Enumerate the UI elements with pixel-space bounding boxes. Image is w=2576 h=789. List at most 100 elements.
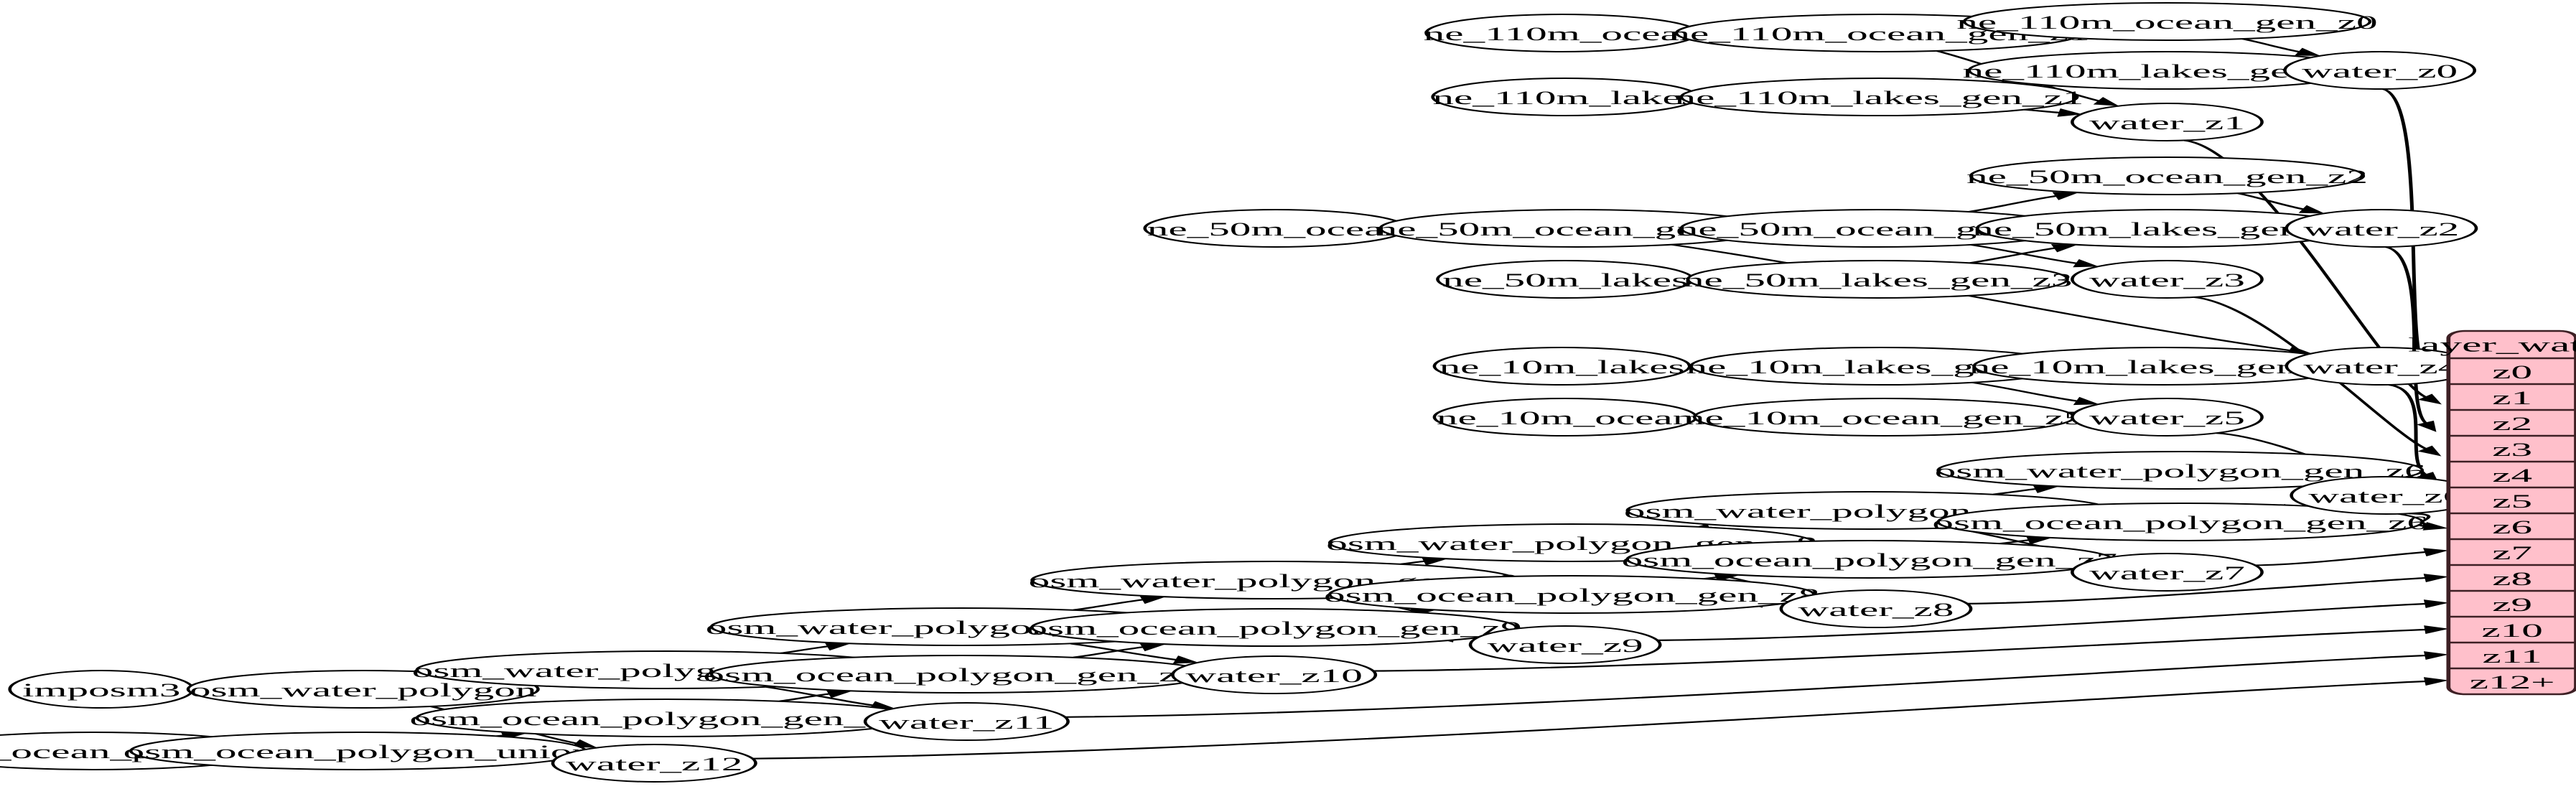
node-shape — [2285, 209, 2478, 248]
node-shape — [1432, 398, 1698, 436]
edge-ne_50m_ocean_gen_z3-to-water_z3 — [1970, 243, 2078, 264]
graph-node-osm_ocean_polygon_union[interactable]: osm_ocean_polygon_union — [123, 732, 594, 770]
node-shape — [1327, 575, 1816, 614]
node-shape — [1143, 209, 1409, 248]
graph-node-water_z12[interactable]: water_z12 — [551, 744, 757, 783]
graph-node-water_z7[interactable]: water_z7 — [2071, 553, 2264, 592]
graph-node-ne_50m_ocean[interactable]: ne_50m_ocean — [1143, 209, 1409, 248]
edge-osm_ocean_polygon_gen_z11-to-osm_ocean_polygon_gen_z10 — [778, 693, 830, 702]
edge-osm_water_polygon_gen_z10-to-osm_water_polygon_gen_z9 — [1073, 599, 1144, 611]
node-layer: imposm3osm_ocean_polygonosm_water_polygo… — [0, 2, 2483, 783]
arrowhead-icon — [2295, 47, 2321, 56]
node-shape — [1436, 260, 1695, 299]
edge-water_z11-to-layer_water-z11 — [1065, 654, 2426, 718]
arrowhead-icon — [2093, 97, 2119, 106]
arrowhead-icon — [2422, 522, 2449, 531]
arrowhead-icon — [2073, 259, 2099, 268]
graph-node-ne_10m_lakes[interactable]: ne_10m_lakes — [1432, 347, 1691, 386]
arrowhead-icon — [2298, 205, 2325, 214]
node-shape — [551, 744, 757, 783]
arrowhead-icon — [1172, 655, 1199, 664]
node-shape — [415, 699, 920, 737]
node-shape — [1936, 451, 2425, 490]
graph-node-water_z8[interactable]: water_z8 — [1779, 589, 1973, 628]
edge-ne_110m_ocean_gen_z0-to-water_z0 — [2241, 38, 2300, 53]
arrowhead-icon — [2417, 445, 2442, 457]
graph-node-ne_50m_lakes[interactable]: ne_50m_lakes — [1436, 260, 1695, 299]
graph-node-ne_110m_lakes[interactable]: ne_110m_lakes — [1431, 78, 1699, 116]
arrowhead-icon — [2057, 108, 2083, 117]
edge-water_z2-to-layer_water-z2 — [2384, 246, 2427, 424]
edge-water_z8-to-layer_water-z8 — [1966, 576, 2426, 604]
edge-osm_water_polygon_gen_z10-to-water_z10 — [1070, 643, 1177, 661]
edge-ne_10m_lakes_gen_z5-to-water_z5 — [1971, 381, 2078, 402]
graph-node-ne_110m_ocean[interactable]: ne_110m_ocean — [1424, 14, 1701, 52]
graph-node-ne_110m_lakes_gen_z1[interactable]: ne_110m_lakes_gen_z1 — [1675, 78, 2084, 116]
graph-node-osm_ocean_polygon_gen_z9[interactable]: osm_ocean_polygon_gen_z9 — [1026, 608, 1522, 647]
record-layer: layer_waterz0z1z2z3z4z5z6z7z8z9z10z11z12… — [2408, 330, 2576, 696]
node-shape — [1686, 260, 2069, 299]
graph-node-water_z2[interactable]: water_z2 — [2285, 209, 2478, 248]
edge-water_z6-to-layer_water-z6 — [2409, 513, 2431, 528]
graph-node-ne_50m_lakes_gen_z3[interactable]: ne_50m_lakes_gen_z3 — [1683, 260, 2073, 299]
graph-node-water_z10[interactable]: water_z10 — [1171, 655, 1378, 694]
node-shape — [129, 732, 587, 770]
node-shape — [1779, 589, 1973, 628]
node-shape — [1424, 14, 1699, 52]
graph-node-osm_ocean_polygon_gen_z11[interactable]: osm_ocean_polygon_gen_z11 — [409, 699, 925, 737]
node-shape — [1962, 2, 2372, 41]
graph-node-water_z9[interactable]: water_z9 — [1468, 625, 1662, 664]
node-shape — [1969, 157, 2366, 195]
node-shape — [1431, 78, 1699, 116]
node-shape — [8, 670, 195, 709]
arrowhead-icon — [2052, 192, 2078, 200]
edge-ne_110m_lakes_gen_z1-to-water_z1 — [2024, 108, 2061, 114]
edge-osm_ocean_polygon_gen_z10-to-osm_ocean_polygon_gen_z9 — [1073, 646, 1144, 658]
graph-node-water_z0[interactable]: water_z0 — [2283, 51, 2477, 90]
graph-node-ne_10m_ocean_gen_z5[interactable]: ne_10m_ocean_gen_z5 — [1684, 398, 2085, 436]
graph-node-water_z3[interactable]: water_z3 — [2071, 260, 2264, 299]
graph-node-osm_ocean_polygon_gen_z10[interactable]: osm_ocean_polygon_gen_z10 — [703, 655, 1221, 694]
node-shape — [863, 702, 1070, 741]
edge-osm_water_polygon_gen_z11-to-osm_water_polygon_gen_z10 — [780, 645, 829, 654]
arrowhead-icon — [2417, 393, 2442, 405]
graph-node-ne_110m_ocean_gen_z0[interactable]: ne_110m_ocean_gen_z0 — [1956, 2, 2378, 41]
arrowhead-icon — [2423, 677, 2449, 686]
arrowhead-icon — [2423, 599, 2449, 608]
edge-water_z10-to-layer_water-z10 — [1373, 628, 2426, 672]
graph-node-water_z5[interactable]: water_z5 — [2071, 398, 2264, 436]
node-shape — [2071, 103, 2264, 141]
arrowhead-icon — [2423, 548, 2449, 556]
arrowhead-icon — [2424, 625, 2449, 634]
node-shape — [1625, 540, 2114, 579]
edge-osm_water_polygon_gen_z7-to-osm_water_polygon_gen_z6 — [1992, 487, 2037, 495]
edge-water_z7-to-layer_water-z7 — [2255, 551, 2426, 566]
edge-ne_50m_ocean_gen_z3-to-ne_50m_ocean_gen_z2 — [1968, 195, 2057, 213]
edge-ne_50m_ocean_gen_z4-to-water_z4 — [1671, 243, 2291, 352]
node-shape — [709, 655, 1214, 694]
edge-osm_water_polygon_gen_z11-to-water_z11 — [765, 686, 874, 706]
edge-water_z12-to-layer_water-z12+ — [752, 680, 2426, 760]
node-shape — [1030, 608, 1518, 647]
graph-node-ne_10m_ocean[interactable]: ne_10m_ocean — [1432, 398, 1698, 436]
graph-node-osm_ocean_polygon_gen_z7[interactable]: osm_ocean_polygon_gen_z7 — [1622, 540, 2118, 579]
edge-water_z9-to-layer_water-z9 — [1657, 602, 2426, 641]
arrowhead-icon — [2423, 651, 2449, 660]
graph-node-water_z1[interactable]: water_z1 — [2071, 103, 2264, 141]
graph-node-imposm3[interactable]: imposm3 — [8, 670, 195, 709]
arrowhead-icon — [2073, 396, 2100, 406]
node-shape — [1171, 655, 1378, 694]
arrowhead-icon — [2416, 420, 2437, 432]
node-shape — [2071, 398, 2264, 436]
edge-ne_50m_ocean_gen_z2-to-water_z2 — [2237, 192, 2305, 210]
edge-ne_50m_lakes_gen_z3-to-ne_50m_lakes_gen_z2 — [1969, 247, 2055, 264]
node-shape — [1432, 347, 1691, 386]
node-shape — [1679, 78, 2079, 116]
node-shape — [1468, 625, 1662, 664]
graph-node-water_z11[interactable]: water_z11 — [863, 702, 1070, 741]
graph-node-osm_ocean_polygon_gen_z8[interactable]: osm_ocean_polygon_gen_z8 — [1324, 575, 1820, 614]
node-shape — [2071, 260, 2264, 299]
graph-node-ne_50m_ocean_gen_z2[interactable]: ne_50m_ocean_gen_z2 — [1966, 157, 2368, 195]
